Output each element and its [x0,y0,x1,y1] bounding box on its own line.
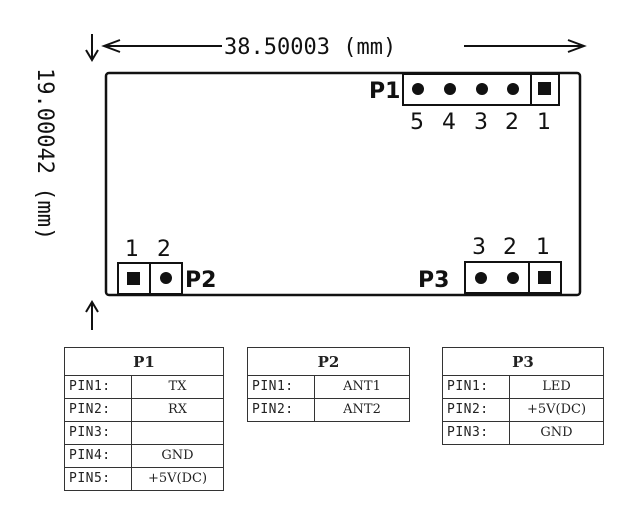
table-title: P2 [247,347,410,376]
pin-cell: PIN4: [64,444,132,468]
connector-p1: P1 5 4 3 2 1 [369,73,560,135]
pin-cell: PIN1: [247,375,315,399]
pin-cell: PIN5: [64,467,132,491]
pinout-table-p3: P3 PIN1:LED PIN2:+5V(DC) PIN3:GND [442,347,604,445]
height-dimension: 19.00042 (mm) [32,34,99,330]
arrow-left-icon [101,39,121,53]
pin-cell: PIN3: [442,421,510,445]
connector-p3: 3 2 1 P3 [418,235,562,294]
p1-pin1-square-pad-icon [538,82,551,95]
connector-p2: 1 2 P2 [117,237,216,295]
signal-cell [131,421,224,445]
connector-p1-label: P1 [369,79,400,104]
table-row: PIN5:+5V(DC) [64,467,224,491]
pinout-table-p2: P2 PIN1:ANT1 PIN2:ANT2 [247,347,410,422]
signal-cell: TX [131,375,224,399]
signal-cell: RX [131,398,224,422]
arrow-up-icon [85,300,99,313]
arrow-down-icon [85,49,99,62]
p3-pin1-square-pad-icon [538,271,551,284]
pin-cell: PIN2: [64,398,132,422]
board-diagram: 38.50003 (mm) 19.00042 (mm) P1 5 4 3 2 1… [32,34,587,330]
p1-pin-number: 4 [442,110,456,135]
pin-cell: PIN2: [442,398,510,422]
p1-pin2-pad-icon [507,83,519,95]
pinout-table-p1: P1 PIN1:TX PIN2:RX PIN3: PIN4:GND PIN5:+… [64,347,224,491]
p1-pin-number: 1 [537,110,551,135]
p3-pin-number: 1 [536,235,550,260]
table-title: P3 [442,347,604,376]
table-row: PIN1:ANT1 [247,375,410,399]
signal-cell: GND [509,421,604,445]
p3-pin2-pad-icon [507,272,519,284]
signal-cell: LED [509,375,604,399]
table-title: P1 [64,347,224,376]
table-row: PIN2:ANT2 [247,398,410,422]
p2-pin2-pad-icon [160,272,172,284]
p3-pin3-pad-icon [475,272,487,284]
table-row: PIN2:RX [64,398,224,422]
p1-pin-number: 2 [505,110,519,135]
height-label: 19.00042 (mm) [32,68,57,240]
board-outline [104,71,582,297]
signal-cell: +5V(DC) [131,467,224,491]
connector-p2-label: P2 [185,268,216,293]
table-row: PIN3:GND [442,421,604,445]
pin-cell: PIN2: [247,398,315,422]
table-row: PIN1:TX [64,375,224,399]
p1-pin3-pad-icon [476,83,488,95]
table-row: PIN4:GND [64,444,224,468]
p1-pin-number: 5 [410,110,424,135]
width-dimension: 38.50003 (mm) [101,35,587,60]
p1-pin-number: 3 [474,110,488,135]
arrow-right-icon [567,39,587,53]
table-row: PIN3: [64,421,224,445]
connector-p3-label: P3 [418,268,449,293]
p2-pin-number: 1 [125,237,139,262]
p2-pin1-square-pad-icon [127,272,140,285]
pin-cell: PIN3: [64,421,132,445]
p2-pin-number: 2 [157,237,171,262]
signal-cell: GND [131,444,224,468]
pin-cell: PIN1: [64,375,132,399]
signal-cell: ANT2 [314,398,410,422]
p3-pin-number: 2 [503,235,517,260]
pin-cell: PIN1: [442,375,510,399]
p3-pin-number: 3 [472,235,486,260]
p1-pin5-pad-icon [412,83,424,95]
signal-cell: ANT1 [314,375,410,399]
p1-pin4-pad-icon [444,83,456,95]
signal-cell: +5V(DC) [509,398,604,422]
width-label: 38.50003 (mm) [224,35,396,60]
table-row: PIN1:LED [442,375,604,399]
table-row: PIN2:+5V(DC) [442,398,604,422]
p1-header-body [402,73,560,106]
